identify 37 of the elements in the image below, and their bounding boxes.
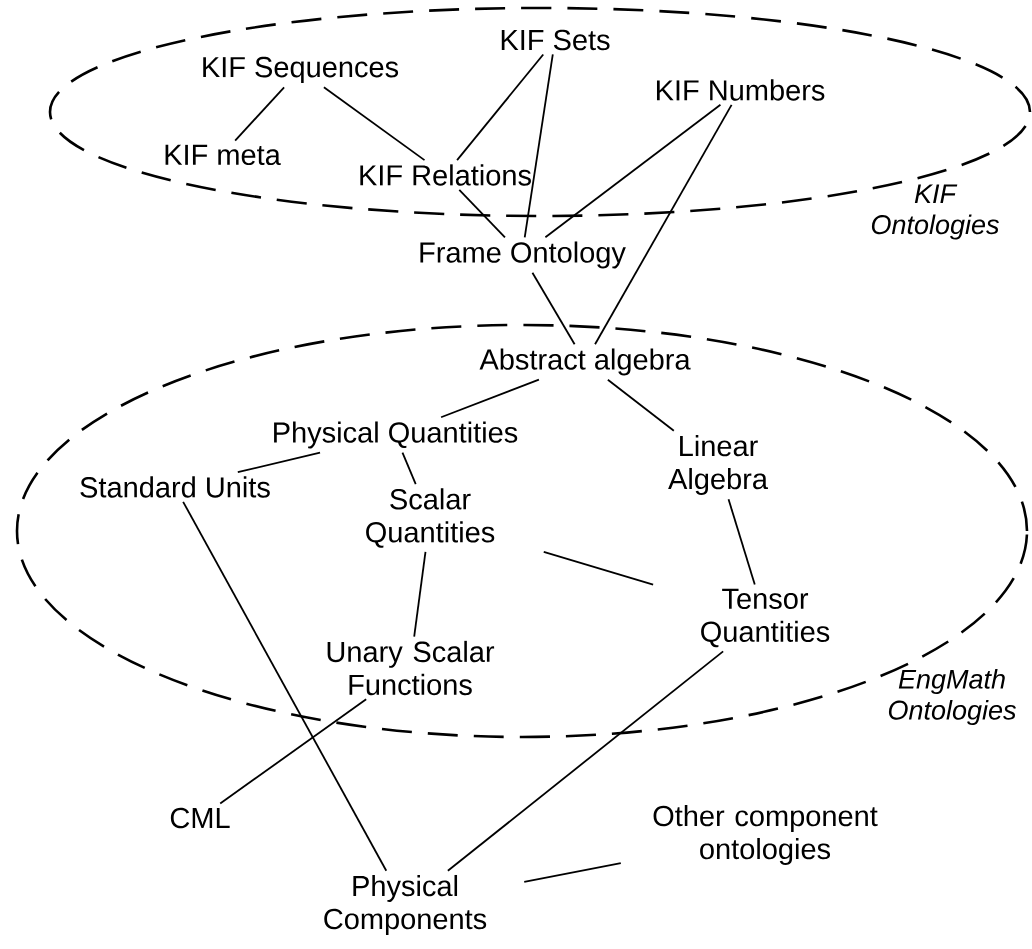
connector-line xyxy=(606,378,675,432)
connector-line xyxy=(531,271,576,346)
ontology-label: Frame Ontology xyxy=(420,241,626,269)
ontology-label: Standard Units xyxy=(80,476,270,498)
connector-line xyxy=(544,103,722,239)
ontology-label: Linear Algebra xyxy=(668,434,768,495)
ontology-label: Physical Quantities xyxy=(274,421,518,449)
ontology-label: Scalar Quantities xyxy=(366,488,495,548)
ontology-label: Tensor Quantities xyxy=(701,588,830,648)
ontology-label: Physical Components xyxy=(324,874,487,935)
connector-line xyxy=(523,53,554,239)
ontology-label: Abstract algebra xyxy=(479,348,691,376)
ontology-label: KIF Sequences xyxy=(203,56,399,84)
ontology-label: KIF meta xyxy=(165,144,281,166)
ontology-label: Other component ontologies xyxy=(653,804,878,865)
group-label: KIF Ontologies xyxy=(871,184,999,240)
connector-line xyxy=(594,103,733,346)
connector-line xyxy=(234,86,285,142)
ontology-label: KIF Relations xyxy=(360,164,531,186)
ontology-label: KIF Sets xyxy=(501,29,610,51)
connector-line xyxy=(542,551,655,586)
group-label: EngMath Ontologies xyxy=(888,668,1016,726)
connector-line xyxy=(413,551,427,638)
ontology-label: Unary Scalar Functions xyxy=(327,640,495,696)
connector-line xyxy=(458,188,506,239)
ontology-label: KIF Numbers xyxy=(657,79,825,101)
connector-line xyxy=(456,53,545,162)
connector-line xyxy=(236,451,321,474)
connector-line xyxy=(323,86,426,162)
connector-line xyxy=(446,650,725,872)
connector-line xyxy=(523,862,622,883)
connector-line xyxy=(440,378,540,419)
ontology-label: CML xyxy=(170,807,230,829)
connector-line xyxy=(727,498,756,586)
connector-line xyxy=(401,451,417,485)
connector-line xyxy=(219,698,368,805)
connector-line xyxy=(182,500,388,872)
